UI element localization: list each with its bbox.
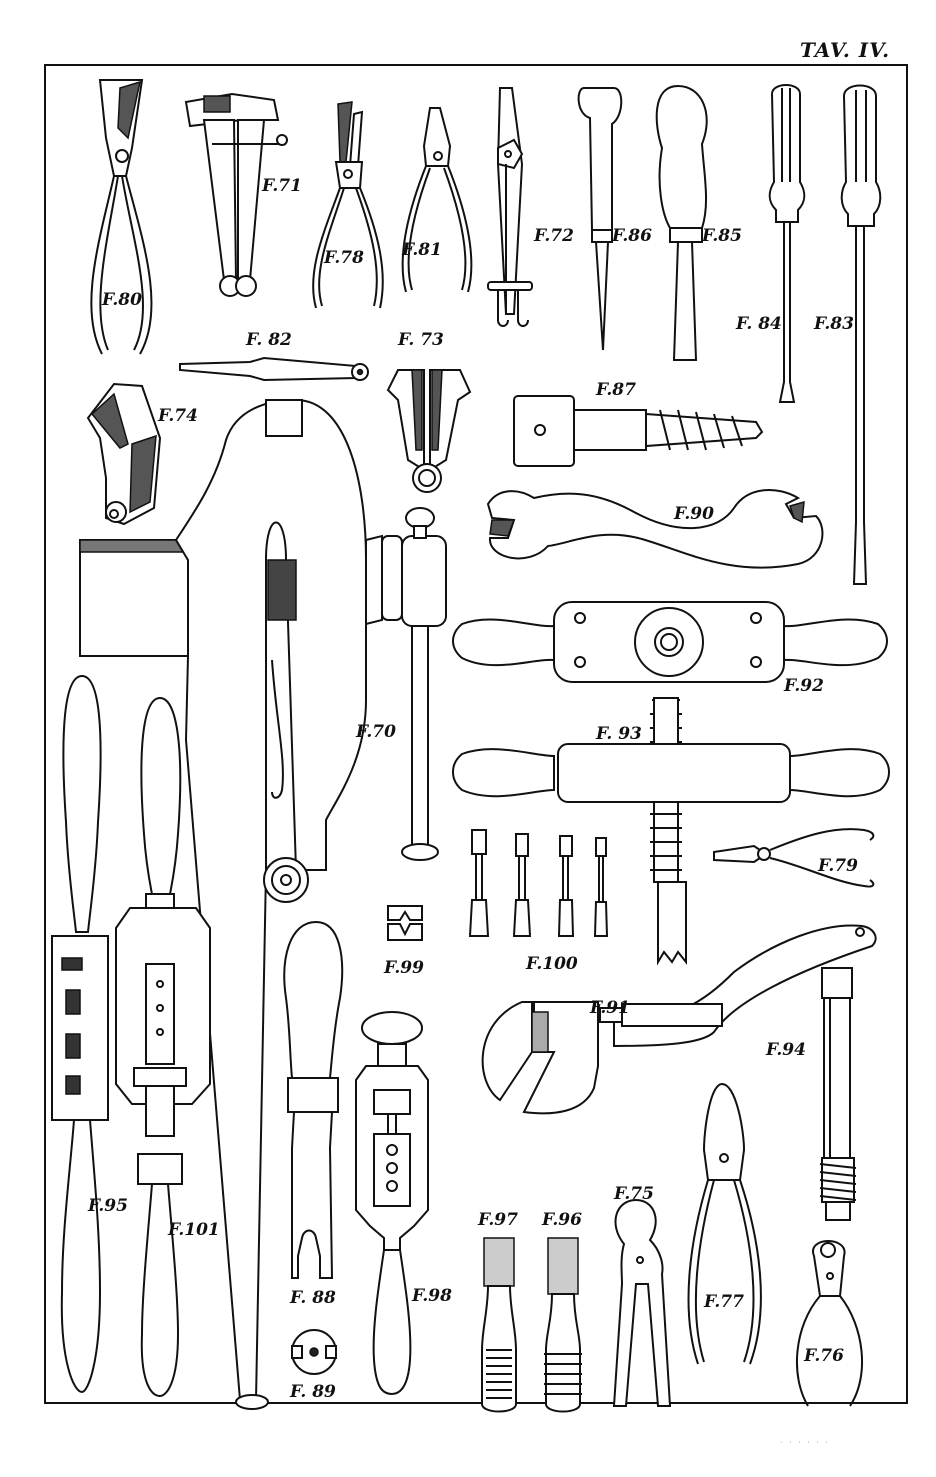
figure-f101: F.101 xyxy=(112,694,222,1404)
figure-f74: F.74 xyxy=(84,378,204,528)
figure-f82: F. 82 xyxy=(180,330,380,390)
figure-f89: F. 89 xyxy=(280,1326,360,1406)
figure-label: F.98 xyxy=(412,1286,452,1306)
figure-label: F.79 xyxy=(818,856,858,876)
small-pliers-icon xyxy=(714,826,884,896)
figure-label: F.97 xyxy=(478,1210,518,1230)
small-taps-icon xyxy=(466,828,626,978)
figure-f77: F.77 xyxy=(680,1080,780,1370)
figure-label: F.90 xyxy=(674,504,714,524)
figure-label: F.85 xyxy=(702,226,742,246)
printer-imprint: · · · · · · xyxy=(780,1438,830,1447)
plate-frame xyxy=(44,64,908,1404)
figure-f93: F. 93 xyxy=(454,694,890,970)
figure-label: F. 93 xyxy=(596,724,642,744)
figure-f92: F.92 xyxy=(454,598,890,708)
figure-label: F.78 xyxy=(324,248,364,268)
figure-label: F.70 xyxy=(356,722,396,742)
figure-label: F.81 xyxy=(402,240,442,260)
figure-f85: F.85 xyxy=(652,84,752,364)
figure-f84: F. 84 xyxy=(736,82,826,412)
die-stock-icon xyxy=(454,598,890,708)
tap-icon xyxy=(540,1210,600,1420)
figure-label: F.71 xyxy=(262,176,302,196)
figure-f91: F.91 xyxy=(474,912,884,1082)
figure-f75: F.75 xyxy=(604,1184,684,1414)
s-wrench-icon xyxy=(478,478,838,578)
figure-f99: F.99 xyxy=(382,902,452,982)
figure-f76: F.76 xyxy=(784,1236,884,1416)
figure-label: F. 73 xyxy=(398,330,444,350)
slotted-disc-icon xyxy=(280,1326,360,1406)
hand-vise-icon xyxy=(182,90,312,300)
adjustable-die-stock-icon xyxy=(112,694,222,1404)
long-screwdriver-icon xyxy=(838,82,898,592)
figure-f94: F.94 xyxy=(766,964,878,1226)
pincers-icon xyxy=(604,1184,684,1414)
figure-label: F.74 xyxy=(158,406,198,426)
tap-wrench-icon xyxy=(454,694,890,970)
figure-label: F.94 xyxy=(766,1040,806,1060)
figure-label: F.101 xyxy=(168,1220,220,1240)
plate-title: TAV. IV. xyxy=(800,38,891,62)
vise-jaw-icon xyxy=(84,378,204,528)
figure-f72: F.72 xyxy=(484,84,594,334)
figure-label: F.72 xyxy=(534,226,574,246)
figure-f78: F.78 xyxy=(306,102,396,312)
chisel-icon xyxy=(652,84,752,364)
awl-icon xyxy=(576,84,656,354)
figure-f81: F.81 xyxy=(396,106,486,296)
figure-f97: F.97 xyxy=(476,1210,536,1420)
spring-clamp-icon xyxy=(384,330,484,500)
adjustable-wrench-icon xyxy=(474,912,884,1082)
figure-label: F.80 xyxy=(102,290,142,310)
flat-nose-pliers-icon xyxy=(680,1080,780,1370)
tweezers-icon xyxy=(180,330,380,390)
figure-f87: F.87 xyxy=(510,380,770,470)
cutting-pliers-icon xyxy=(80,78,170,358)
figure-f70: F.70 xyxy=(76,400,486,1410)
figure-label: F. 84 xyxy=(736,314,782,334)
tap-icon xyxy=(768,964,878,1226)
die-halves-icon xyxy=(382,902,452,982)
die-holder-icon xyxy=(352,1010,462,1400)
figure-f95: F.95 xyxy=(44,672,128,1402)
figure-f90: F.90 xyxy=(478,478,838,578)
figure-label: F.86 xyxy=(612,226,652,246)
figure-f98: F.98 xyxy=(352,1010,462,1400)
figure-f73: F. 73 xyxy=(384,330,484,500)
tap-icon xyxy=(476,1210,536,1420)
figure-label: F. 89 xyxy=(290,1382,336,1402)
figure-label: F.75 xyxy=(614,1184,654,1204)
figure-label: F.77 xyxy=(704,1292,744,1312)
bench-vise-icon xyxy=(76,400,486,1410)
bent-nose-pliers-icon xyxy=(306,102,396,312)
figure-f79: F.79 xyxy=(714,826,884,896)
figure-label: F.96 xyxy=(542,1210,582,1230)
figure-f88: F. 88 xyxy=(270,918,360,1308)
figure-label: F.95 xyxy=(88,1196,128,1216)
figure-label: F.100 xyxy=(526,954,578,974)
screw-bit-icon xyxy=(510,380,770,470)
figure-f80: F.80 xyxy=(80,78,170,358)
sliding-tongs-icon xyxy=(484,84,594,334)
figure-f83: F.83 xyxy=(814,82,898,592)
figure-label: F.92 xyxy=(784,676,824,696)
figure-label: F.87 xyxy=(596,380,636,400)
screw-plate-icon xyxy=(44,672,124,1402)
figure-label: F.83 xyxy=(814,314,854,334)
forked-tool-icon xyxy=(270,918,360,1298)
figure-label: F.91 xyxy=(590,998,630,1018)
figure-f86: F.86 xyxy=(576,84,656,354)
figure-label: F. 88 xyxy=(290,1288,336,1308)
figure-label: F.99 xyxy=(384,958,424,978)
figure-f71: F.71 xyxy=(182,90,312,300)
figure-label: F.76 xyxy=(804,1346,844,1366)
figure-label: F. 82 xyxy=(246,330,292,350)
round-nose-pliers-icon xyxy=(396,106,486,296)
nippers-icon xyxy=(784,1236,884,1416)
figure-f100: F.100 xyxy=(466,828,626,978)
screwdriver-icon xyxy=(766,82,826,412)
figure-f96: F.96 xyxy=(540,1210,600,1420)
